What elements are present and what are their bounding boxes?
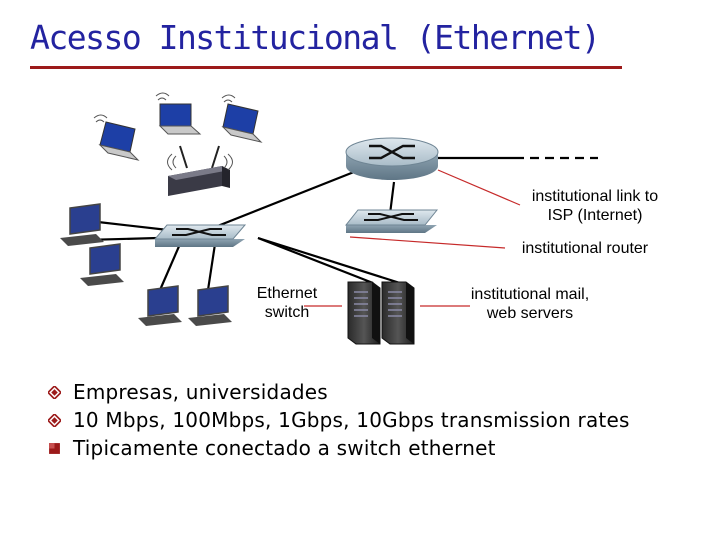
server-icon — [347, 281, 381, 345]
callout-lines — [304, 169, 521, 307]
diamond-icon — [48, 414, 61, 427]
wireless-access-point-icon — [167, 145, 233, 196]
laptop-icon — [221, 94, 263, 143]
servers-label: institutional mail, web servers — [470, 286, 590, 322]
laptop-icon — [155, 92, 202, 135]
desktop-pc-icon — [60, 203, 104, 246]
isp-link-label: institutional link to ISP (Internet) — [531, 188, 659, 224]
server-icon — [381, 281, 415, 345]
network-cables — [84, 156, 515, 291]
network-diagram — [60, 92, 598, 345]
bullet-item: Empresas, universidades — [48, 378, 633, 406]
desktop-pc-icon — [80, 243, 124, 286]
diamond-icon — [48, 386, 61, 399]
bullet-item: Tipicamente conectado a switch ethernet — [48, 434, 633, 462]
router-icon — [345, 137, 439, 180]
desktop-pc-icon — [188, 285, 232, 326]
title-underline — [30, 66, 622, 69]
switch-icon — [344, 209, 439, 233]
square-icon — [49, 443, 60, 454]
router-label: institutional router — [521, 240, 649, 257]
bullet-item: 10 Mbps, 100Mbps, 1Gbps, 10Gbps transmis… — [48, 406, 633, 434]
slide-title: Acesso Institucional (Ethernet) — [30, 18, 601, 57]
bullet-list: Empresas, universidades 10 Mbps, 100Mbps… — [48, 378, 633, 462]
laptop-icon — [93, 114, 140, 161]
desktop-pc-icon — [138, 285, 182, 326]
ethernet-switch-icon — [153, 224, 247, 247]
ethernet-switch-label: Ethernet switch — [256, 285, 318, 321]
